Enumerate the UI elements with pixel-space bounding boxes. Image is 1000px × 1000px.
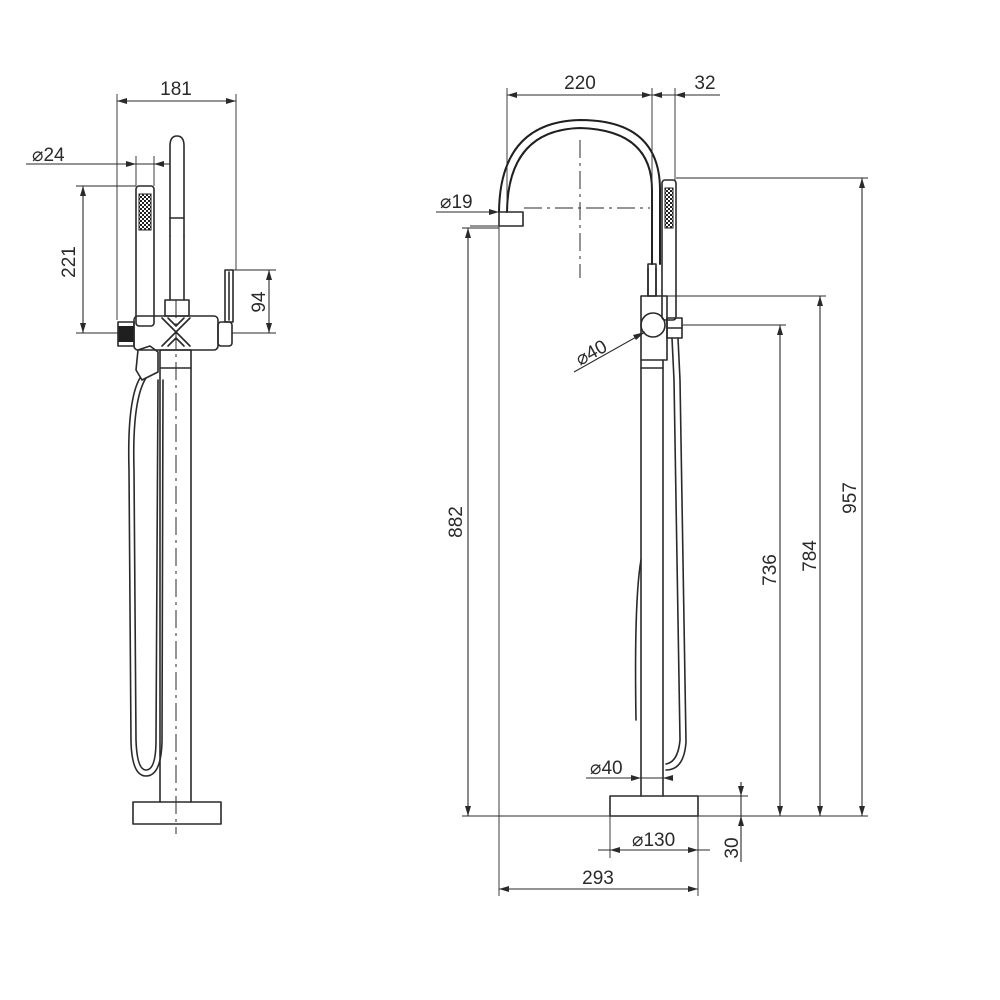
dim-front-base-height: 30	[722, 837, 743, 858]
side-hose	[132, 377, 159, 771]
dim-diameter-symbol: ⌀	[32, 145, 43, 166]
dim-diameter-symbol: ⌀	[590, 758, 601, 779]
dim-front-spout-height: 882	[446, 506, 467, 538]
side-riser	[169, 135, 185, 301]
side-handshower-holder	[135, 345, 159, 381]
front-base-plate	[609, 795, 699, 817]
front-view	[498, 119, 699, 817]
dim-front-handshower-offset: 32	[694, 73, 715, 94]
dim-side-lever-height: 94	[249, 291, 270, 313]
dim-side-handshower-length: 221	[59, 246, 80, 278]
side-handshower	[135, 185, 155, 327]
dim-front-body-low: 736	[760, 554, 781, 586]
side-lever	[217, 269, 234, 347]
side-hose-connector	[117, 321, 135, 347]
side-base-plate	[132, 801, 222, 825]
dim-front-body-high: 784	[800, 540, 821, 572]
dim-front-overall-depth: 293	[582, 868, 614, 889]
dim-front-outlet-dia: 19	[451, 192, 472, 213]
front-column	[640, 359, 664, 797]
dim-front-base-dia: 130	[643, 830, 675, 851]
dim-front-overall-height: 957	[840, 482, 861, 514]
dim-diameter-symbol: ⌀	[440, 192, 451, 213]
svg-text:⌀24: ⌀24	[32, 145, 65, 166]
svg-text:⌀40: ⌀40	[590, 758, 623, 779]
dim-side-width: 181	[160, 79, 192, 100]
svg-text:⌀40: ⌀40	[572, 336, 611, 370]
svg-text:⌀19: ⌀19	[440, 192, 473, 213]
front-hose	[665, 337, 681, 765]
front-handshower	[661, 179, 677, 321]
svg-text:⌀130: ⌀130	[632, 830, 675, 851]
side-view	[117, 135, 234, 834]
dim-front-column-dia: 40	[601, 758, 622, 779]
side-dimensions: 181 ⌀24 221 94	[26, 79, 276, 334]
dim-diameter-symbol: ⌀	[632, 830, 643, 851]
side-column	[159, 367, 192, 803]
dim-front-spout-reach: 220	[564, 73, 596, 94]
dim-side-handshower-dia: 24	[43, 145, 65, 166]
